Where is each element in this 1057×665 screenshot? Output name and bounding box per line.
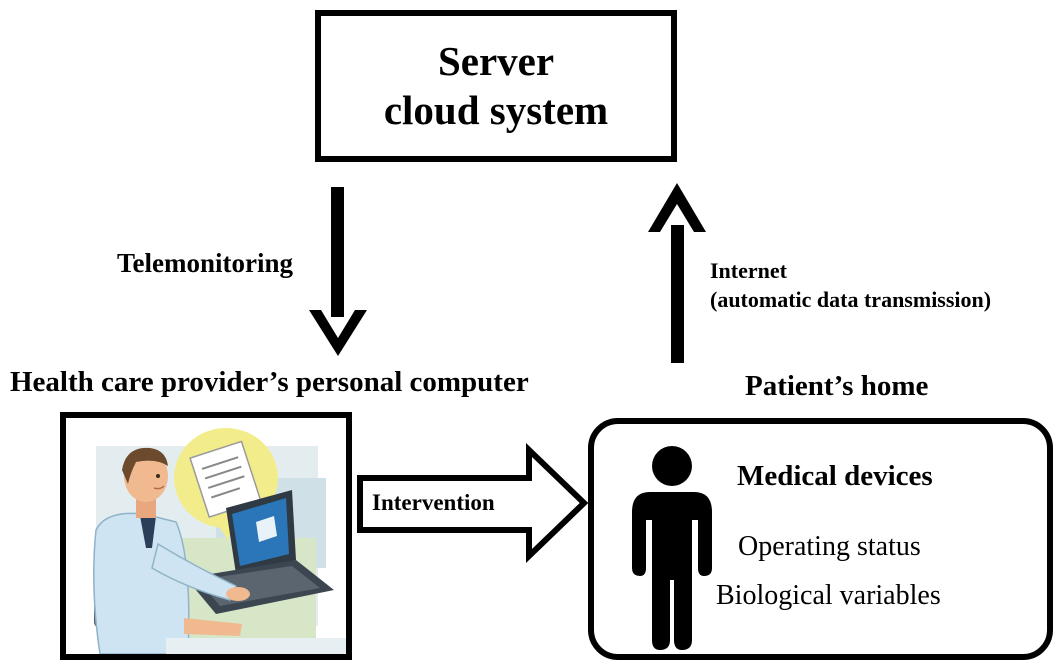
internet-label-line1: Internet xyxy=(710,258,787,283)
medical-devices-heading: Medical devices xyxy=(737,460,933,492)
provider-computer-box xyxy=(60,412,352,660)
telemonitoring-arrow xyxy=(309,187,367,356)
biological-variables-item: Biological variables xyxy=(716,580,941,611)
operating-status-item: Operating status xyxy=(738,531,921,562)
intervention-arrow xyxy=(357,442,589,564)
intervention-label: Intervention xyxy=(372,490,495,515)
telemonitoring-label: Telemonitoring xyxy=(117,248,294,278)
internet-label-line2: (automatic data transmission) xyxy=(710,286,992,312)
patient-title: Patient’s home xyxy=(745,370,929,402)
provider-title: Health care provider’s personal computer xyxy=(10,366,529,398)
server-title-line2: cloud system xyxy=(383,87,609,133)
server-cloud-box: Server cloud system xyxy=(315,10,677,162)
doctor-at-laptop-icon xyxy=(93,428,346,654)
internet-label: Internet (automatic data transmission) xyxy=(710,257,991,314)
internet-arrow xyxy=(648,183,706,363)
server-title-line1: Server xyxy=(437,37,555,84)
